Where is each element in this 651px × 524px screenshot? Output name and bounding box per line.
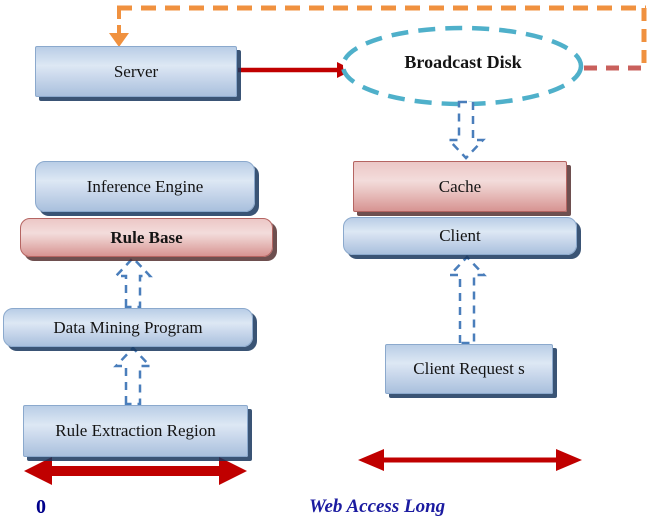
node-rule-extraction-region-label: Rule Extraction Region	[55, 421, 216, 440]
left-double-arrow	[24, 457, 247, 485]
broadcast-disk-ellipse	[340, 25, 584, 107]
origin-zero-label: 0	[36, 496, 46, 518]
orange-arrowhead-icon	[109, 33, 129, 47]
node-cache: Cache	[353, 161, 567, 212]
up-block-arrow-clientrequests-to-client	[447, 255, 487, 345]
down-block-arrow-disk-to-cache	[446, 100, 486, 160]
node-inference-engine-label: Inference Engine	[86, 176, 204, 196]
node-rule-extraction-region: Rule Extraction Region	[23, 405, 248, 457]
web-access-long-label: Web Access Long	[309, 496, 446, 517]
up-block-arrow-datamining-to-rulebase	[113, 256, 153, 309]
up-block-arrow-ruleextraction-to-datamining	[113, 346, 153, 406]
node-data-mining-program-label: Data Mining Program	[53, 317, 203, 337]
node-broadcast-disk-label: Broadcast Disk	[404, 52, 522, 72]
node-client: Client	[343, 217, 577, 255]
node-server: Server	[35, 46, 237, 97]
node-client-label: Client	[439, 226, 481, 245]
node-client-requests-label: Client Request s	[413, 359, 525, 378]
node-server-label: Server	[113, 61, 159, 81]
node-cache-label: Cache	[438, 176, 482, 196]
node-data-mining-program: Data Mining Program	[3, 308, 253, 347]
node-rule-base: Rule Base	[20, 218, 273, 257]
node-inference-engine: Inference Engine	[35, 161, 255, 212]
node-client-requests: Client Request s	[385, 344, 553, 394]
node-rule-base-label: Rule Base	[110, 227, 183, 247]
right-double-arrow	[358, 449, 582, 471]
